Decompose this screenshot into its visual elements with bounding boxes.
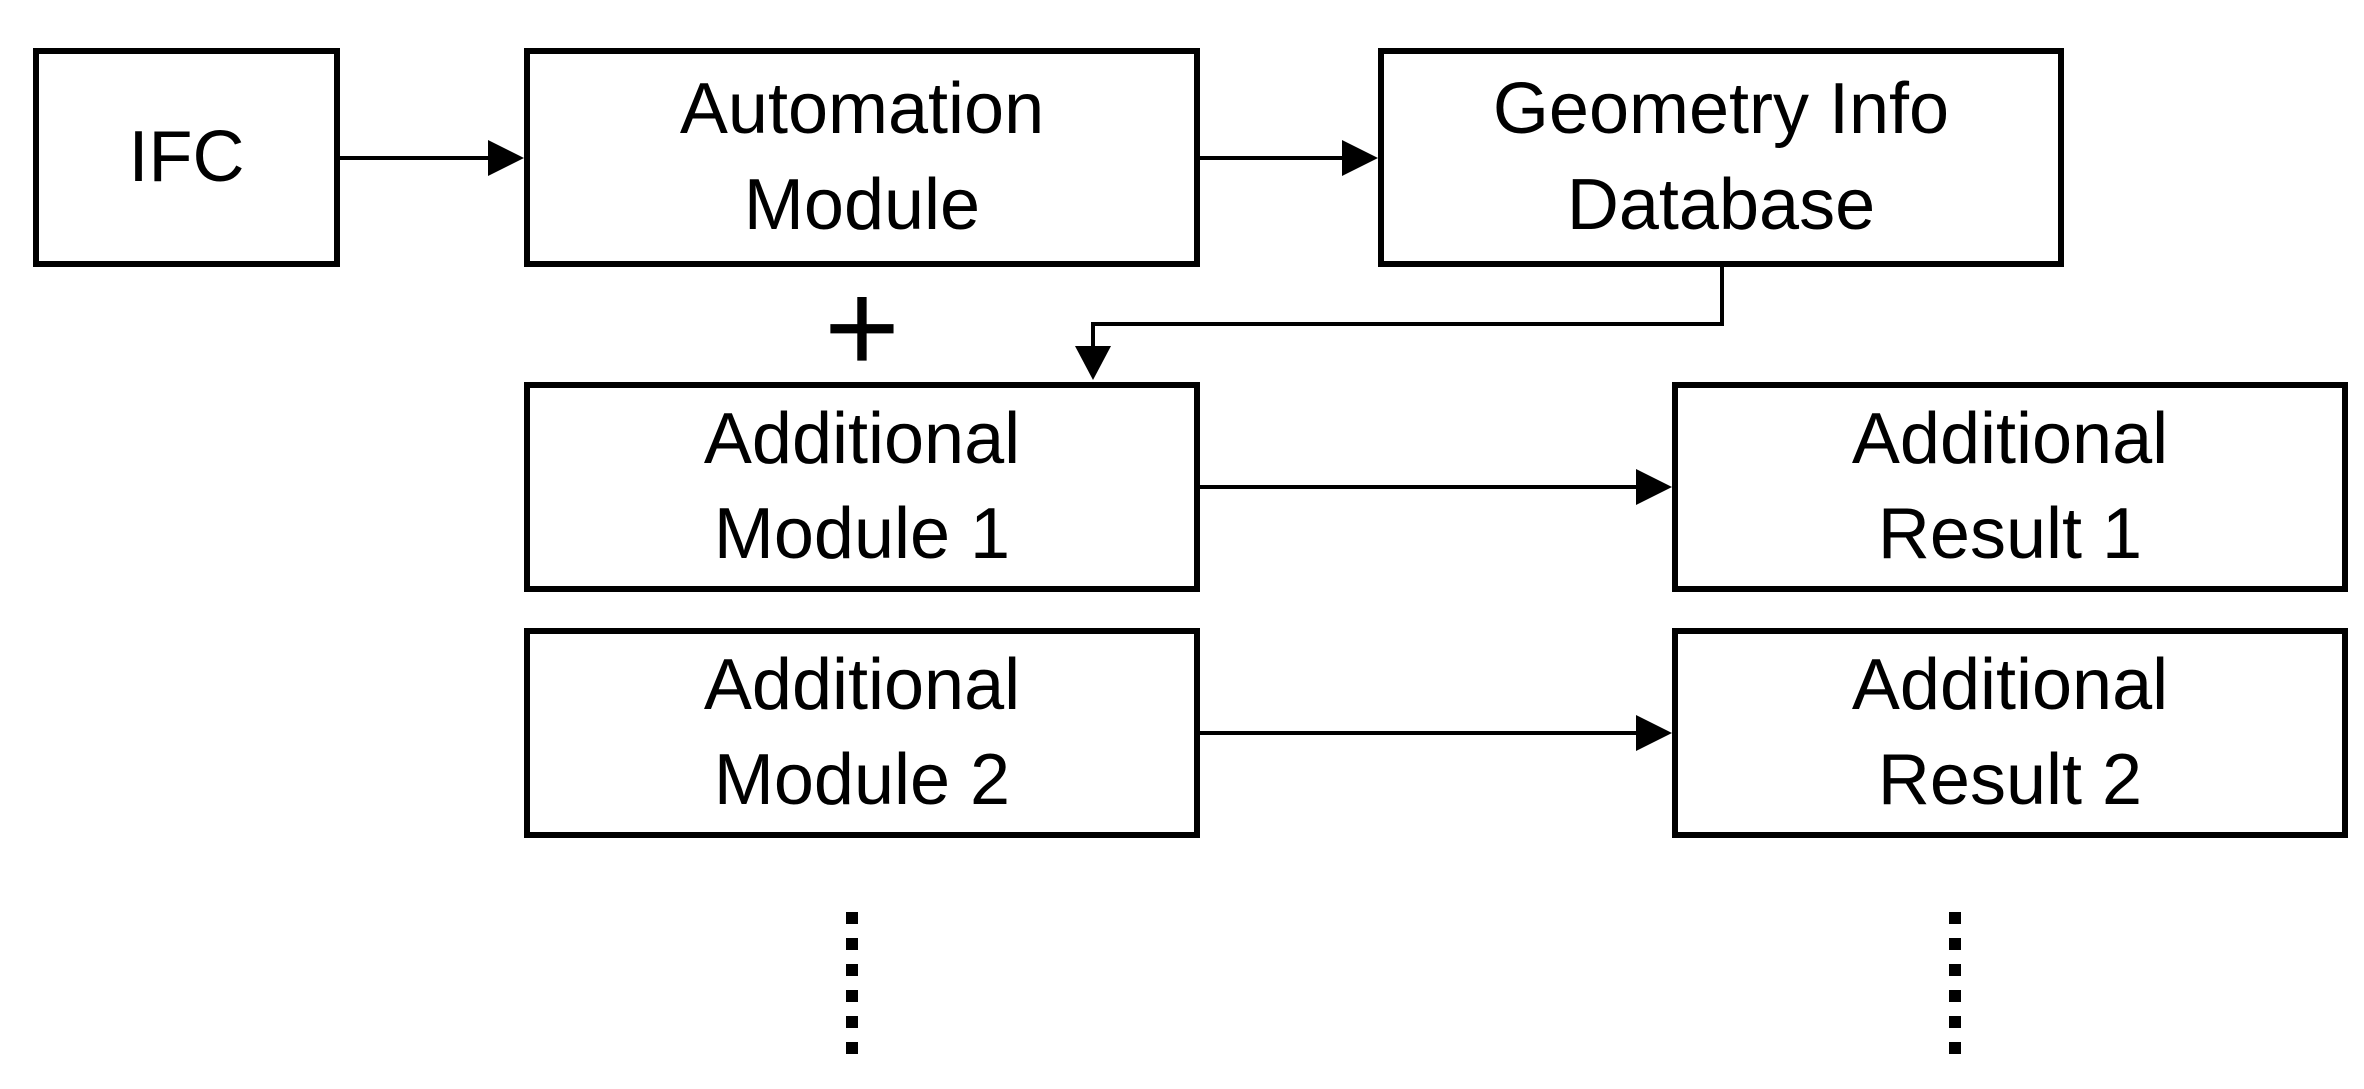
node-additional-result-1-label: Additional Result 1 [1851,398,2169,574]
arrow-ifc-to-automation-module [340,140,524,176]
node-automation-module-label: Automation Module [679,69,1045,245]
node-geometry-info-database: Geometry Info Database [1378,48,2064,267]
node-ifc-label: IFC [128,116,245,197]
node-additional-result-1: Additional Result 1 [1672,382,2348,592]
node-additional-result-2-label: Additional Result 2 [1851,644,2169,820]
node-ifc: IFC [33,48,340,267]
vertical-ellipsis-right-icon [1949,912,1961,1054]
node-additional-module-1: Additional Module 1 [524,382,1200,592]
arrow-automation-module-to-geometry-info-database [1200,140,1378,176]
node-automation-module: Automation Module [524,48,1200,267]
node-additional-module-2-label: Additional Module 2 [703,644,1021,820]
elbow-arrow-geometry-info-database-to-additional-module-1 [1075,267,1724,380]
node-geometry-info-database-label: Geometry Info Database [1492,69,1950,245]
node-additional-module-2: Additional Module 2 [524,628,1200,838]
node-additional-module-1-label: Additional Module 1 [703,398,1021,574]
arrow-additional-module-1-to-additional-result-1 [1200,469,1672,505]
node-additional-result-2: Additional Result 2 [1672,628,2348,838]
arrow-additional-module-2-to-additional-result-2 [1200,715,1672,751]
vertical-ellipsis-left-icon [846,912,858,1054]
plus-operator-glyph: + [824,254,900,400]
plus-operator: + [782,247,942,407]
